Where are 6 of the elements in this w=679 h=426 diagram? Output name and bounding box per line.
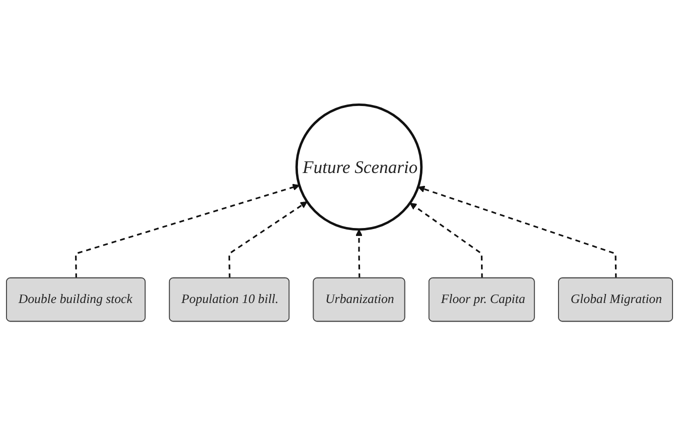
arrow (410, 202, 483, 278)
arrow (228, 201, 308, 278)
arrow (418, 186, 617, 278)
node-circle: Future Scenario (295, 103, 423, 231)
arrow (75, 184, 300, 278)
arrow (355, 229, 363, 278)
